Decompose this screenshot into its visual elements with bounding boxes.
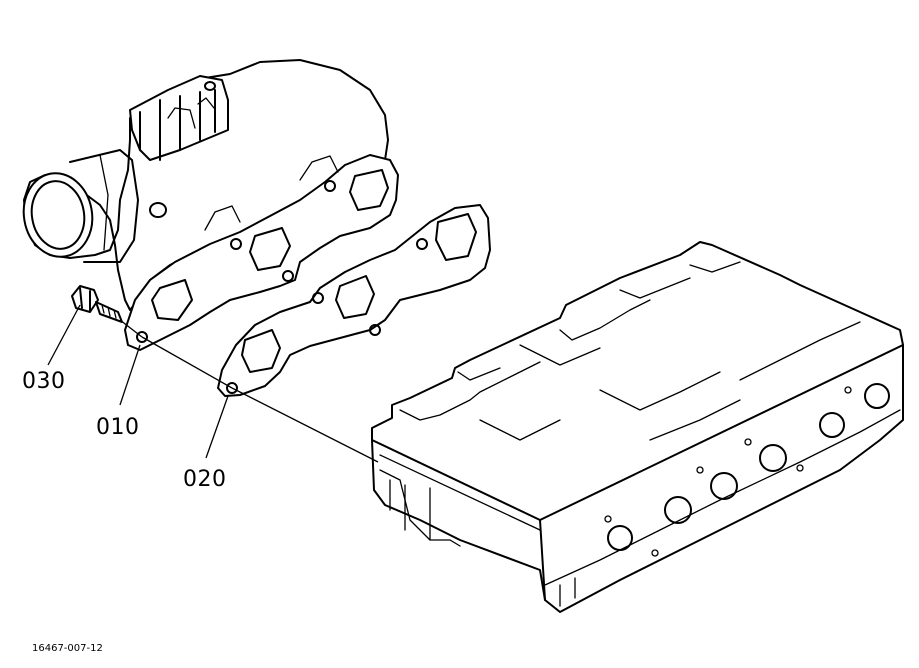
callout-label-020: 020 (183, 467, 227, 492)
leader-020 (205, 395, 229, 459)
figure-id: 16467-007-12 (32, 643, 103, 654)
exhaust-gasket (217, 204, 491, 397)
callout-label-010: 010 (96, 415, 140, 440)
flange-bolt (71, 285, 123, 323)
alignment-lines (119, 319, 379, 463)
leader-030 (47, 304, 81, 366)
exhaust-manifold (22, 59, 399, 351)
leader-010 (119, 344, 141, 406)
callout-label-030: 030 (22, 369, 66, 394)
cylinder-head (371, 241, 904, 613)
callout-leaders (47, 304, 229, 459)
